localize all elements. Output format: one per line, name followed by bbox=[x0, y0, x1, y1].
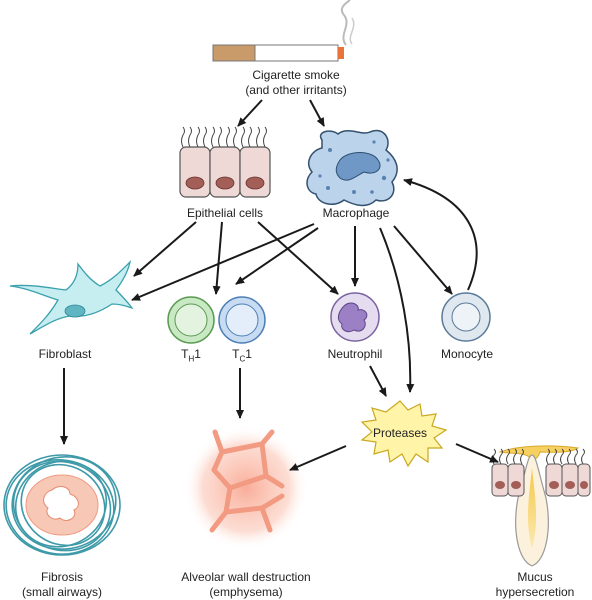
neutrophil-label: Neutrophil bbox=[327, 347, 383, 361]
fibroblast-illustration bbox=[9, 260, 134, 335]
epithelial-cells-illustration bbox=[179, 126, 271, 198]
macrophage-granules bbox=[318, 140, 390, 194]
fibroblast-body bbox=[9, 260, 134, 335]
mucus-label-line2: hypersecretion bbox=[495, 585, 575, 599]
th1-label-suffix: 1 bbox=[194, 347, 201, 361]
neutrophil-illustration bbox=[330, 292, 380, 342]
tc1-label-sub: C bbox=[239, 354, 246, 364]
alveolar-destruction-illustration bbox=[184, 426, 308, 550]
mucus-illustration bbox=[491, 445, 591, 567]
alveolar-label-line2: (emphysema) bbox=[209, 585, 283, 599]
airway-lumen bbox=[43, 486, 79, 521]
cigarette-filter bbox=[212, 44, 256, 62]
epithelial-cell bbox=[561, 463, 579, 497]
epithelial-cell bbox=[239, 146, 271, 198]
epithelial-cell bbox=[179, 146, 211, 198]
arrow-epithelial-to-th1 bbox=[212, 221, 223, 295]
mucus-label: Mucus hypersecretion bbox=[480, 570, 590, 600]
tc1-cell-illustration bbox=[218, 296, 266, 344]
mucus-drop bbox=[498, 445, 580, 461]
arrow-epithelial-to-fibroblast bbox=[133, 221, 197, 277]
proteases-label: Proteases bbox=[372, 426, 428, 440]
th1-cell-illustration bbox=[167, 296, 215, 344]
smoke-wisp bbox=[349, 17, 355, 45]
fibrosis-label-line1: Fibrosis bbox=[40, 570, 83, 584]
cigarette-label: Cigarette smoke (and other irritants) bbox=[206, 68, 386, 98]
cigarette-label-line2: (and other irritants) bbox=[245, 83, 347, 97]
th1-label-main: T bbox=[181, 347, 189, 361]
epithelial-cells-label: Epithelial cells bbox=[186, 206, 264, 220]
cigarette-body bbox=[254, 44, 339, 62]
macrophage-label: Macrophage bbox=[322, 206, 390, 220]
tc1-label-suffix: 1 bbox=[245, 347, 252, 361]
arrow-macrophage-to-proteases bbox=[379, 227, 415, 393]
monocyte-label: Monocyte bbox=[440, 347, 494, 361]
arrow-neutrophil-to-proteases bbox=[369, 365, 387, 397]
tc1-label-main: T bbox=[232, 347, 240, 361]
cilia bbox=[181, 126, 267, 148]
epithelial-cell bbox=[577, 463, 591, 497]
arrow-macrophage-to-monocyte bbox=[393, 225, 453, 295]
fibrosis-label-line2: (small airways) bbox=[21, 585, 102, 599]
fibroblast-nucleus bbox=[64, 304, 86, 318]
cell-nucleus bbox=[215, 176, 235, 190]
arrow-epithelial-to-neutrophil bbox=[257, 221, 339, 295]
arrow-monocyte-to-macrophage bbox=[403, 178, 478, 291]
macrophage-nucleus bbox=[335, 152, 381, 181]
arrow-smoke-to-epithelial bbox=[237, 99, 263, 127]
fibrosis-label: Fibrosis (small airways) bbox=[2, 570, 122, 600]
epithelial-cell bbox=[209, 146, 241, 198]
fibroblast-label: Fibroblast bbox=[38, 347, 92, 361]
epithelial-cell bbox=[545, 463, 563, 497]
cell-nucleus bbox=[245, 176, 265, 190]
epithelial-cell bbox=[491, 463, 509, 497]
arrow-macrophage-to-fibroblast bbox=[131, 223, 315, 301]
arrow-smoke-to-macrophage bbox=[309, 99, 325, 127]
alveolar-label: Alveolar wall destruction (emphysema) bbox=[156, 570, 336, 600]
epithelial-cell bbox=[507, 463, 525, 497]
alveolar-label-line1: Alveolar wall destruction bbox=[181, 570, 311, 584]
macrophage-illustration bbox=[306, 129, 398, 207]
tc1-label: TC1 bbox=[217, 347, 267, 366]
mucus-label-line1: Mucus bbox=[517, 570, 553, 584]
arrow-proteases-to-alveolar bbox=[289, 445, 347, 471]
th1-label-sub: H bbox=[188, 354, 195, 364]
neutrophil-lobed-nucleus bbox=[337, 302, 368, 333]
smoke-wisp bbox=[340, 0, 351, 46]
cell-nucleus bbox=[185, 176, 205, 190]
fibrosis-illustration bbox=[3, 454, 121, 556]
th1-label: TH1 bbox=[166, 347, 216, 366]
proteases-starburst bbox=[360, 400, 448, 468]
cigarette-label-line1: Cigarette smoke bbox=[252, 68, 340, 82]
arrow-proteases-to-mucus bbox=[455, 443, 499, 463]
monocyte-illustration bbox=[441, 292, 491, 342]
arrow-macrophage-to-tc1 bbox=[235, 227, 319, 285]
cigarette-ember bbox=[338, 47, 344, 59]
cigarette-illustration bbox=[212, 0, 355, 62]
